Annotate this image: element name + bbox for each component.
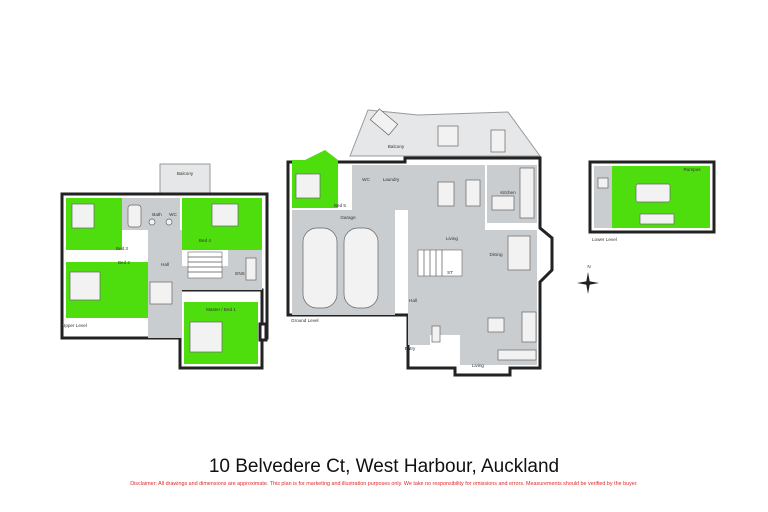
dining-table bbox=[507, 235, 531, 271]
rumpus-sofa bbox=[639, 213, 675, 225]
compass-north-label: N bbox=[587, 264, 590, 269]
ground-balcony-label: Balcony bbox=[388, 144, 405, 149]
bed4-label: Bed 4 bbox=[199, 238, 211, 243]
bed3-label: Bed 3 bbox=[116, 246, 128, 251]
master-label: Master / Bed 1 bbox=[206, 307, 236, 312]
bed4-bed bbox=[211, 203, 239, 227]
living-hall-area bbox=[408, 165, 537, 365]
bathtub bbox=[127, 204, 142, 228]
ens-label: ENS bbox=[235, 271, 244, 276]
upper-hall-label: Hall bbox=[161, 262, 169, 267]
ground-level-plan: Balcony WC Laundry Bed 5 Garage Kitchen … bbox=[286, 108, 554, 377]
ensuite-area bbox=[228, 250, 262, 290]
st-label: ST bbox=[447, 270, 453, 275]
bed5-label: Bed 5 bbox=[334, 203, 346, 208]
garage-label: Garage bbox=[340, 215, 356, 220]
balcony-table bbox=[437, 125, 459, 147]
car-left bbox=[302, 227, 338, 309]
upper-stairs bbox=[187, 251, 223, 279]
ground-level-label: Ground Level bbox=[291, 318, 319, 323]
kitchen-label: Kitchen bbox=[500, 190, 516, 195]
compass: N bbox=[577, 264, 599, 294]
rumpus-label: Rumpus bbox=[683, 167, 701, 172]
car-right bbox=[343, 227, 379, 309]
living-sofa bbox=[497, 349, 537, 361]
bed2-bed bbox=[69, 271, 101, 301]
dining-label: Dining bbox=[489, 252, 502, 257]
upper-level-plan: Balcony Bath WC Bed 3 Bed 4 Bed 2 Hall E… bbox=[60, 163, 269, 370]
bed2-label: Bed 2 bbox=[118, 260, 130, 265]
property-address-title: 10 Belvedere Ct, West Harbour, Auckland bbox=[208, 456, 560, 477]
bed3-bed bbox=[71, 203, 95, 229]
ground-hall-label: Hall bbox=[409, 298, 417, 303]
wc-upper-label: WC bbox=[169, 212, 177, 217]
laundry-area bbox=[352, 165, 408, 205]
pool-table bbox=[635, 183, 671, 203]
lower-level-plan: Rumpus Lower Level bbox=[588, 160, 716, 242]
disclaimer-text: Disclaimer: All drawings and dimensions … bbox=[130, 481, 638, 487]
bath-label: Bath bbox=[152, 212, 162, 217]
master-bed bbox=[189, 321, 223, 353]
entry-label: Entry bbox=[405, 346, 416, 351]
ground-stairs bbox=[417, 249, 463, 277]
living-bottom-label: Living bbox=[472, 363, 484, 368]
compass-needle-horizontal bbox=[577, 281, 599, 285]
upper-level-label: Upper Level bbox=[62, 323, 87, 328]
laundry-label: Laundry bbox=[383, 177, 400, 182]
lower-level-label: Lower Level bbox=[592, 237, 617, 242]
bed5-bed bbox=[295, 173, 321, 199]
wc-ground-label: WC bbox=[362, 177, 370, 182]
upper-balcony bbox=[159, 163, 211, 195]
upper-balcony-label: Balcony bbox=[177, 171, 194, 176]
living-top-label: Living bbox=[446, 236, 458, 241]
